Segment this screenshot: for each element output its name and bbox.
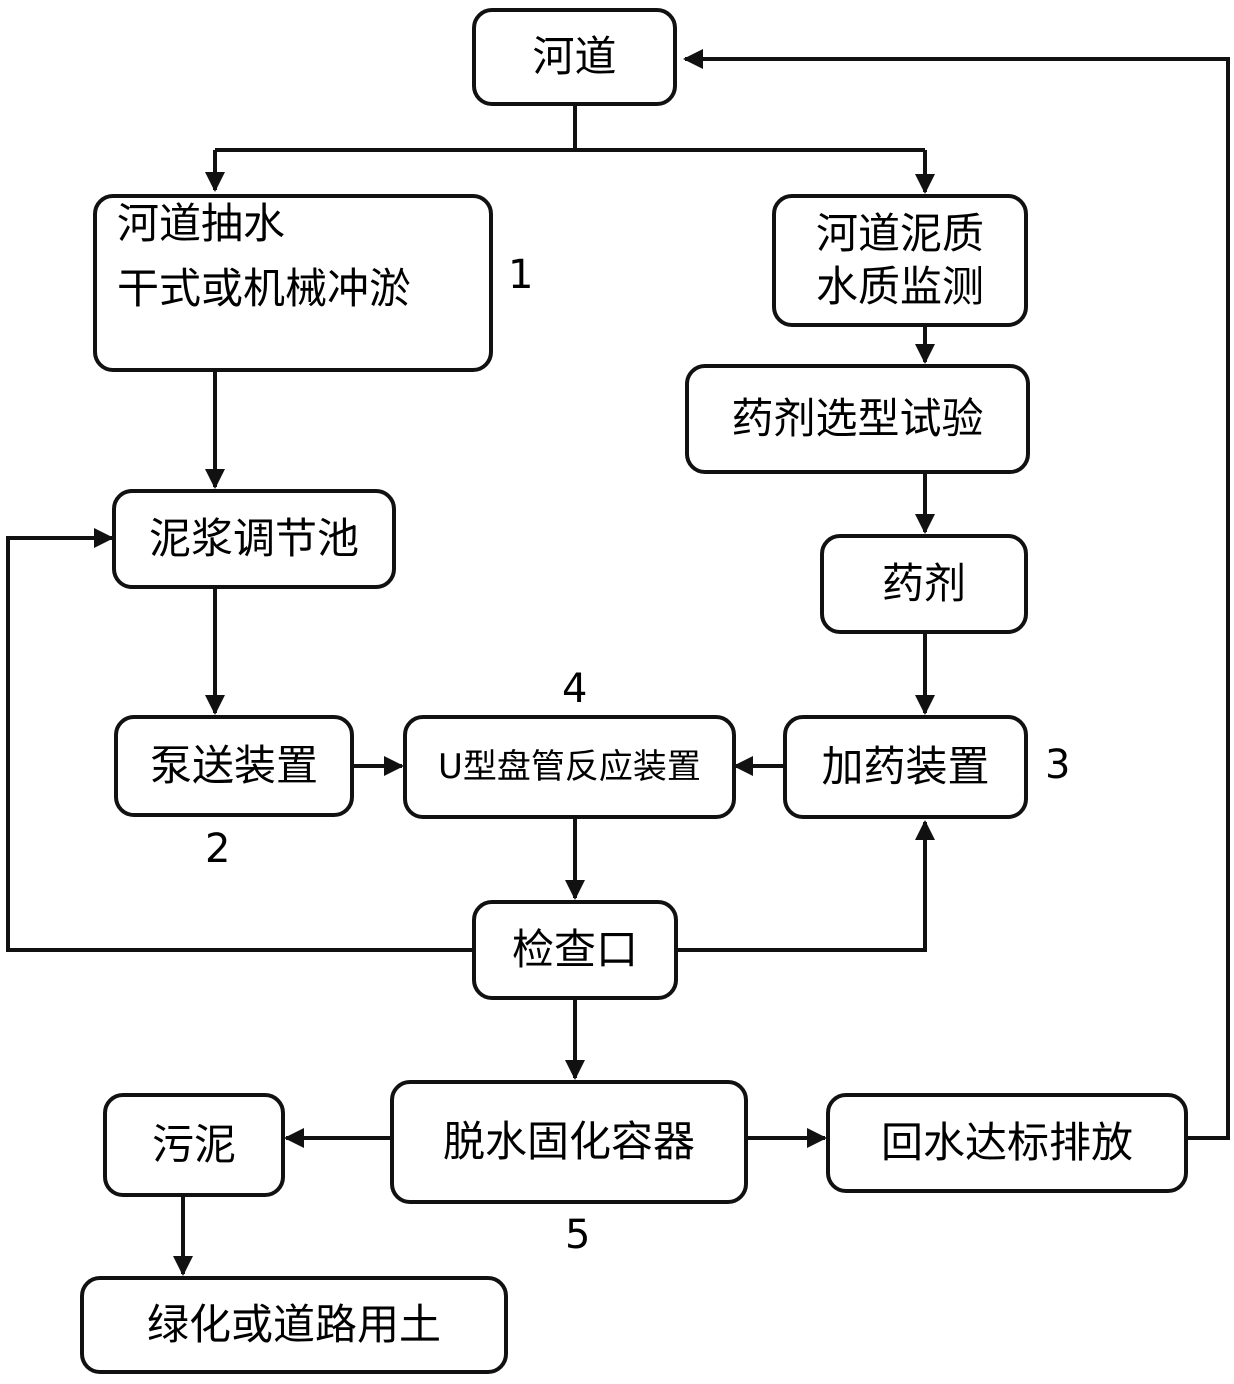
node-green-soil-label: 绿化或道路用土 bbox=[146, 1299, 441, 1349]
node-inspection-port-label: 检查口 bbox=[511, 924, 638, 974]
step-number-3: 3 bbox=[1045, 742, 1071, 788]
node-pump-water-line1: 河道抽水 bbox=[117, 199, 286, 248]
step-number-1: 1 bbox=[508, 252, 534, 298]
node-dosing-device: 加药装置 bbox=[783, 715, 1028, 819]
node-pump-water: 河道抽水 干式或机械冲淤 bbox=[93, 194, 493, 372]
node-green-soil: 绿化或道路用土 bbox=[80, 1276, 508, 1374]
node-dosing-device-label: 加药装置 bbox=[821, 741, 990, 791]
node-agent: 药剂 bbox=[820, 534, 1028, 634]
node-river-label: 河道 bbox=[532, 31, 617, 81]
node-sludge-label: 污泥 bbox=[151, 1119, 236, 1169]
node-monitor-line1: 河道泥质 bbox=[815, 209, 984, 258]
node-sludge: 污泥 bbox=[103, 1093, 285, 1197]
node-slurry-tank: 泥浆调节池 bbox=[112, 489, 396, 589]
node-slurry-tank-label: 泥浆调节池 bbox=[148, 513, 359, 563]
node-u-coil-label: U型盘管反应装置 bbox=[438, 746, 701, 787]
node-pump-device: 泵送装置 bbox=[114, 715, 354, 817]
node-inspection-port: 检查口 bbox=[472, 900, 678, 1000]
node-pump-device-label: 泵送装置 bbox=[149, 740, 318, 790]
step-number-5: 5 bbox=[565, 1212, 591, 1258]
step-number-2: 2 bbox=[205, 826, 231, 872]
edge-return-to-river bbox=[683, 49, 1230, 1140]
step-number-4: 4 bbox=[562, 666, 588, 712]
node-return-water: 回水达标排放 bbox=[826, 1093, 1188, 1193]
node-agent-label: 药剂 bbox=[881, 558, 966, 608]
node-agent-test-label: 药剂选型试验 bbox=[731, 393, 984, 443]
node-u-coil: U型盘管反应装置 bbox=[403, 715, 736, 819]
edge-inspection-to-dosing bbox=[677, 820, 935, 952]
node-monitor-line2: 水质监测 bbox=[815, 261, 984, 311]
node-monitor: 河道泥质 水质监测 bbox=[772, 194, 1028, 327]
node-agent-test: 药剂选型试验 bbox=[685, 364, 1030, 474]
node-pump-water-line2: 干式或机械冲淤 bbox=[117, 263, 412, 313]
node-dewater-container-label: 脱水固化容器 bbox=[442, 1116, 695, 1166]
node-dewater-container: 脱水固化容器 bbox=[390, 1080, 748, 1204]
node-river: 河道 bbox=[472, 8, 677, 106]
node-return-water-label: 回水达标排放 bbox=[880, 1117, 1133, 1167]
edge-inspection-to-slurry bbox=[6, 528, 472, 952]
